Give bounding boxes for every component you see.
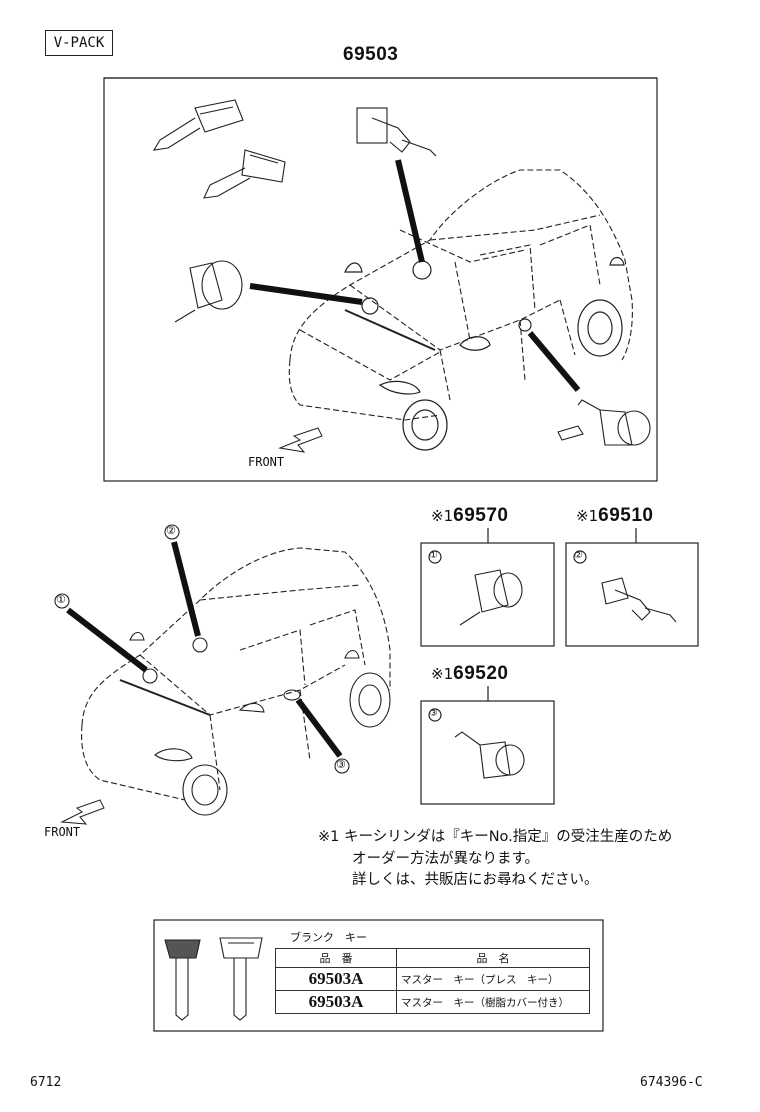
front-label-upper: FRONT (248, 455, 285, 469)
row-part-number: 69503A (275, 967, 397, 991)
row-part-number: 69503A (275, 990, 397, 1014)
subpart-heading-69520: ※169520 (431, 664, 508, 683)
subpart-mark: ※1 (576, 507, 599, 525)
subpart-number: 69520 (453, 663, 509, 684)
leader-ignition-cylinder (249, 283, 363, 305)
subpart-heading-69510: ※169510 (576, 506, 653, 525)
front-arrow-upper (278, 427, 323, 453)
vpack-tag: V-PACK (45, 30, 113, 56)
subpart-number: 69570 (453, 505, 509, 526)
trunk-cylinder-part (356, 107, 437, 157)
note-line-1: ※1 キーシリンダは『キーNo.指定』の受注生産のため (318, 829, 673, 845)
row-part-name: マスター キー（樹脂カバー付き） (396, 990, 590, 1014)
footer-figure-code: 674396-C (640, 1075, 703, 1090)
ignition-cylinder-part (174, 260, 243, 323)
leader-door-cylinder (527, 331, 581, 392)
footer-page-code: 6712 (30, 1075, 62, 1090)
callout-circle-1 (54, 593, 70, 609)
note-line-3: 詳しくは、共販店にお尋ねください。 (352, 872, 599, 888)
blank-key-title: ブランク キー (290, 931, 367, 944)
subpart-box-69510 (565, 542, 699, 647)
master-keys (152, 99, 286, 199)
leader-3 (295, 698, 343, 758)
blank-key-box (153, 919, 604, 1032)
callout-circle-2 (164, 524, 180, 540)
front-arrow-lower (60, 799, 105, 825)
subpart-callout-2: ② (574, 550, 583, 561)
assembly-frame (103, 77, 658, 482)
blank-key-table: 品 番 品 名 69503A マスター キー（プレス キー） 69503A マス… (275, 948, 590, 1014)
header-part-number: 品 番 (275, 948, 397, 968)
assembly-part-number: 69503 (343, 44, 399, 65)
subpart-mark: ※1 (431, 665, 454, 683)
callout-label-3: ③ (336, 758, 346, 771)
callout-label-1: ① (56, 593, 66, 606)
subpart-callout-1: ① (429, 550, 438, 561)
lower-car-outline (81, 547, 391, 801)
table-row: 69503A マスター キー（プレス キー） (275, 967, 590, 991)
front-label-lower: FRONT (44, 825, 81, 839)
subpart-heading-69570: ※169570 (431, 506, 508, 525)
leader-2 (171, 541, 201, 637)
leader-trunk-cylinder (395, 159, 425, 263)
row-part-name: マスター キー（プレス キー） (396, 967, 590, 991)
callout-circle-3 (334, 758, 350, 774)
blank-key-drawings (164, 937, 263, 1021)
upper-car-outline (288, 169, 633, 421)
table-row: 69503A マスター キー（樹脂カバー付き） (275, 990, 590, 1014)
subpart-callout-3: ③ (429, 708, 438, 719)
subpart-mark: ※1 (431, 507, 454, 525)
header-part-name: 品 名 (396, 948, 590, 968)
callout-label-2: ② (166, 524, 176, 537)
door-cylinder-part (557, 399, 651, 446)
note-line-2: オーダー方法が異なります。 (352, 851, 540, 867)
leader-1 (66, 607, 148, 673)
subpart-number: 69510 (598, 505, 654, 526)
table-header-row: 品 番 品 名 (275, 948, 590, 968)
upper-wheels (402, 299, 623, 451)
